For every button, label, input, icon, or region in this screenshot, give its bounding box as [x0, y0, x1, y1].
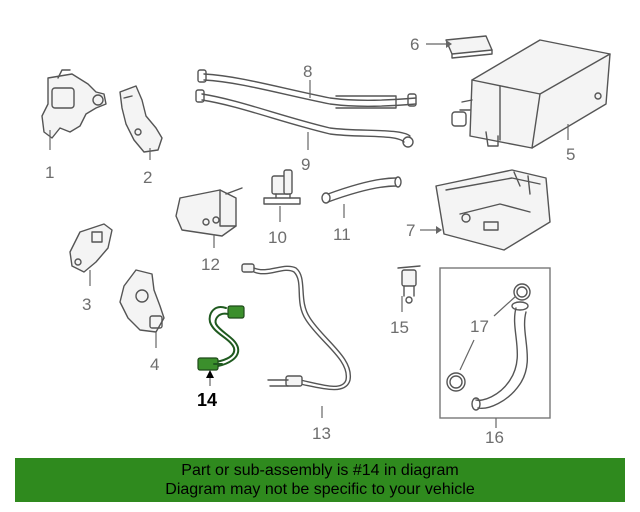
- callout-15[interactable]: 15: [390, 318, 409, 337]
- part-14-drawing[interactable]: [197, 305, 245, 371]
- callout-7[interactable]: 7: [406, 221, 415, 240]
- callout-1[interactable]: 1: [45, 163, 54, 182]
- part-12-drawing[interactable]: [175, 187, 243, 237]
- callout-2[interactable]: 2: [143, 168, 152, 187]
- callout-16[interactable]: 16: [485, 428, 504, 447]
- parts-diagram: 1 2 3 4 6 5: [41, 35, 611, 447]
- part-1-drawing[interactable]: [41, 69, 107, 139]
- part-3-drawing[interactable]: [69, 223, 113, 273]
- callout-13[interactable]: 13: [312, 424, 331, 443]
- callout-17[interactable]: 17: [470, 317, 489, 336]
- callout-10[interactable]: 10: [268, 228, 287, 247]
- banner-line-1: Part or sub-assembly is #14 in diagram: [181, 462, 459, 479]
- part-17-drawing[interactable]: [446, 283, 531, 392]
- callout-8[interactable]: 8: [303, 62, 312, 81]
- callout-4[interactable]: 4: [150, 355, 159, 374]
- callout-3[interactable]: 3: [82, 295, 91, 314]
- part-4-drawing[interactable]: [119, 269, 165, 333]
- callout-6[interactable]: 6: [410, 35, 419, 54]
- banner-line-2: Diagram may not be specific to your vehi…: [165, 481, 475, 498]
- callout-5[interactable]: 5: [566, 145, 575, 164]
- part-15-drawing[interactable]: [397, 265, 421, 304]
- part-10-drawing[interactable]: [263, 169, 301, 205]
- part-7-drawing[interactable]: [435, 169, 551, 251]
- part-info-banner: Part or sub-assembly is #14 in diagram D…: [15, 458, 625, 502]
- callout-9[interactable]: 9: [301, 155, 310, 174]
- part-6-drawing[interactable]: [445, 35, 493, 59]
- part-8-drawing[interactable]: [197, 69, 417, 109]
- callout-14[interactable]: 14: [197, 390, 217, 410]
- part-2-drawing[interactable]: [119, 85, 163, 153]
- part-9-drawing[interactable]: [195, 89, 414, 148]
- part-11-drawing[interactable]: [321, 176, 402, 204]
- callout-12[interactable]: 12: [201, 255, 220, 274]
- part-16-box[interactable]: [439, 267, 551, 419]
- part-13-drawing[interactable]: [241, 263, 351, 391]
- part-16-drawing[interactable]: [471, 301, 529, 411]
- part-5-drawing[interactable]: [451, 39, 611, 149]
- callout-11[interactable]: 11: [333, 225, 351, 244]
